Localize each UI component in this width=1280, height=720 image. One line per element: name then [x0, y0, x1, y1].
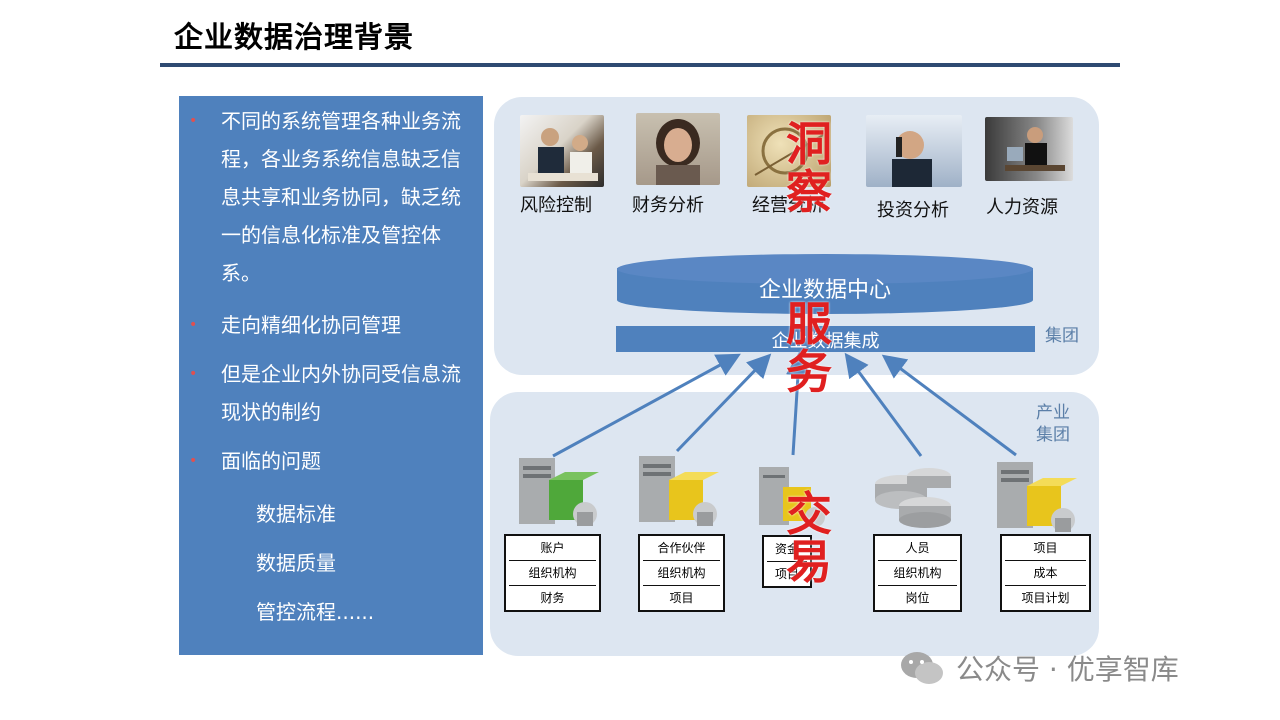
database-disks-icon — [871, 460, 957, 530]
overlay-insight: 洞察 — [786, 120, 838, 216]
table-cell: 人员 — [878, 536, 957, 561]
server-lock-icon — [515, 452, 605, 530]
table-cell: 账户 — [509, 536, 596, 561]
watermark-text: 公众号 · 优享智库 — [956, 648, 1179, 688]
watermark: 公众号 · 优享智库 — [898, 648, 1179, 688]
table-cell: 组织机构 — [509, 561, 596, 586]
arrow-line — [553, 358, 733, 456]
server-lock-icon — [993, 456, 1083, 534]
system-data-table: 项目 成本 项目计划 — [1000, 534, 1091, 612]
system-data-table: 合作伙伴 组织机构 项目 — [638, 534, 725, 612]
arrow-line — [677, 360, 765, 451]
wechat-icon — [898, 648, 946, 688]
table-cell: 成本 — [1005, 561, 1086, 586]
system-data-table: 人员 组织机构 岗位 — [873, 534, 962, 612]
system-data-table: 账户 组织机构 财务 — [504, 534, 601, 612]
overlay-transaction: 交易 — [786, 490, 838, 586]
table-cell: 组织机构 — [878, 561, 957, 586]
table-cell: 岗位 — [878, 586, 957, 610]
overlay-service: 服务 — [786, 300, 838, 396]
table-cell: 项目计划 — [1005, 586, 1086, 610]
table-cell: 合作伙伴 — [643, 536, 720, 561]
table-cell: 组织机构 — [643, 561, 720, 586]
server-lock-icon — [635, 450, 725, 530]
table-cell: 项目 — [1005, 536, 1086, 561]
table-cell: 项目 — [643, 586, 720, 610]
table-cell: 财务 — [509, 586, 596, 610]
